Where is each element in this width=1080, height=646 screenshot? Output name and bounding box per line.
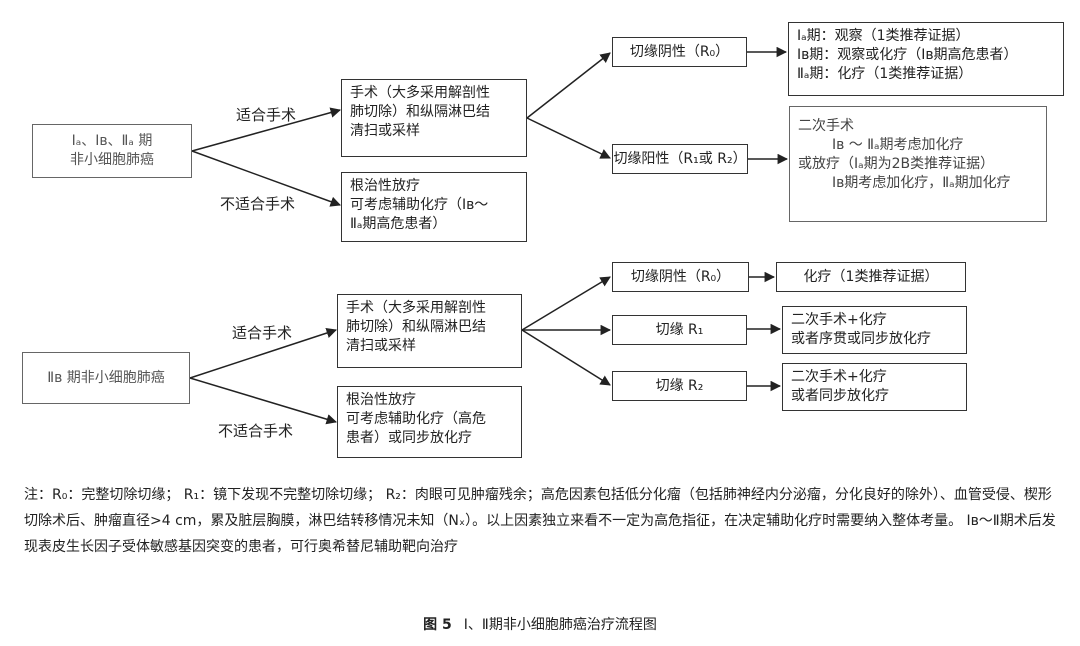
arrow-surgery1-positive — [526, 117, 611, 159]
arrow-surgery2-r2 — [521, 329, 611, 386]
flow1-positive-outcome-line: 或放疗（Ⅰₐ期为2B类推荐证据） — [798, 156, 995, 172]
arrow-surgery2-r0 — [521, 276, 611, 331]
flow2-surgery-line: 手术（大多采用解剖性 — [346, 300, 486, 316]
flow1-negative-outcome-box: Ⅰₐ期：观察（1类推荐证据） Ⅰʙ期：观察或化疗（Ⅰʙ期高危患者） Ⅱₐ期：化疗… — [788, 22, 1064, 96]
flow1-radiotherapy-line: 根治性放疗 — [350, 178, 420, 194]
flow2-radiotherapy-line: 患者）或同步放化疗 — [346, 430, 472, 446]
flow2-outcome-r1-line: 二次手术+化疗 — [791, 312, 887, 328]
flow2-margin-r2-box: 切缘 R₂ — [612, 371, 747, 401]
flow2-margin-r2-text: 切缘 R₂ — [655, 377, 704, 394]
flow2-suitable-label: 适合手术 — [232, 324, 293, 342]
flow1-margin-positive-text: 切缘阳性（R₁或 R₂） — [613, 150, 747, 167]
flow1-surgery-line: 肺切除）和纵隔淋巴结 — [350, 104, 490, 120]
flow2-surgery-box: 手术（大多采用解剖性 肺切除）和纵隔淋巴结 清扫或采样 — [337, 294, 522, 368]
flow1-start-line: Ⅰₐ、Ⅰʙ、Ⅱₐ 期 — [71, 133, 153, 149]
arrow-start1-radiotherapy — [191, 150, 341, 207]
figure-number: 图 5 — [423, 617, 452, 633]
figure-title: Ⅰ、Ⅱ期非小细胞肺癌治疗流程图 — [463, 617, 657, 633]
flow1-margin-negative-text: 切缘阴性（R₀） — [629, 43, 730, 60]
flow1-negative-outcome-line: Ⅰʙ期：观察或化疗（Ⅰʙ期高危患者） — [797, 47, 1018, 63]
flow2-outcome-r0-text: 化疗（1类推荐证据） — [803, 268, 939, 285]
arrow-surgery1-negative — [526, 52, 611, 119]
flow1-positive-outcome-box: 二次手术 Ⅰʙ ～ Ⅱₐ期考虑加化疗 或放疗（Ⅰₐ期为2B类推荐证据） Ⅰʙ期考… — [789, 106, 1047, 222]
flow1-negative-outcome-line: Ⅰₐ期：观察（1类推荐证据） — [797, 28, 970, 44]
flow2-unsuitable-label: 不适合手术 — [218, 422, 294, 440]
flow2-outcome-r2-line: 或者同步放化疗 — [791, 388, 889, 404]
flow2-outcome-r1-box: 二次手术+化疗 或者序贯或同步放化疗 — [782, 306, 967, 354]
flow2-outcome-r0-box: 化疗（1类推荐证据） — [776, 262, 966, 292]
arrow-start2-radiotherapy — [189, 377, 338, 425]
flow2-outcome-r1-line: 或者序贯或同步放化疗 — [791, 331, 931, 347]
flow1-radiotherapy-line: 可考虑辅助化疗（Ⅰʙ～ — [350, 197, 489, 213]
flow2-radiotherapy-line: 可考虑辅助化疗（高危 — [346, 411, 486, 427]
flow1-suitable-label: 适合手术 — [236, 106, 297, 124]
flow1-positive-outcome-line: 二次手术 — [798, 118, 854, 134]
arrow-start1-surgery — [191, 107, 342, 152]
treatment-flowchart: Ⅰₐ、Ⅰʙ、Ⅱₐ 期 非小细胞肺癌 适合手术 不适合手术 手术（大多采用解剖性 … — [22, 22, 1064, 458]
flow1-positive-outcome-line: Ⅰʙ期考虑加化疗，Ⅱₐ期加化疗 — [832, 175, 1011, 191]
flow1-radiotherapy-box: 根治性放疗 可考虑辅助化疗（Ⅰʙ～ Ⅱₐ期高危患者） — [341, 172, 527, 242]
flow1-margin-positive-box: 切缘阳性（R₁或 R₂） — [612, 144, 748, 174]
arrow-start2-surgery — [189, 327, 337, 379]
flow1-margin-negative-box: 切缘阴性（R₀） — [612, 37, 747, 67]
flow2-start-text: Ⅱʙ 期非小细胞肺癌 — [47, 369, 165, 386]
flow2-margin-r1-box: 切缘 R₁ — [612, 315, 747, 345]
flow2-outcome-r2-box: 二次手术+化疗 或者同步放化疗 — [782, 363, 967, 411]
flow1-unsuitable-label: 不适合手术 — [220, 195, 296, 213]
flow2-start-box: Ⅱʙ 期非小细胞肺癌 — [22, 352, 190, 404]
flow2-margin-r0-box: 切缘阴性（R₀） — [612, 262, 749, 292]
flow1-positive-outcome-line: Ⅰʙ ～ Ⅱₐ期考虑加化疗 — [832, 137, 964, 153]
flow-arrows — [189, 46, 789, 425]
footnote: 注：R₀：完整切除切缘； R₁：镜下发现不完整切除切缘； R₂：肉眼可见肿瘤残余… — [24, 487, 1056, 555]
flow1-surgery-line: 手术（大多采用解剖性 — [350, 85, 490, 101]
flow2-margin-r1-text: 切缘 R₁ — [655, 321, 704, 338]
flow2-margin-r0-text: 切缘阴性（R₀） — [630, 268, 731, 285]
flow1-surgery-box: 手术（大多采用解剖性 肺切除）和纵隔淋巴结 清扫或采样 — [341, 79, 527, 157]
flow2-outcome-r2-line: 二次手术+化疗 — [791, 369, 887, 385]
flow2-radiotherapy-line: 根治性放疗 — [346, 392, 416, 408]
flow2-surgery-line: 清扫或采样 — [346, 338, 416, 354]
flow1-start-box: Ⅰₐ、Ⅰʙ、Ⅱₐ 期 非小细胞肺癌 — [32, 124, 192, 178]
flow1-negative-outcome-line: Ⅱₐ期：化疗（1类推荐证据） — [797, 66, 973, 82]
flow1-radiotherapy-line: Ⅱₐ期高危患者） — [350, 216, 447, 232]
figure-caption: 图 5 Ⅰ、Ⅱ期非小细胞肺癌治疗流程图 — [0, 614, 1080, 634]
flow1-surgery-line: 清扫或采样 — [350, 123, 420, 139]
flow2-radiotherapy-box: 根治性放疗 可考虑辅助化疗（高危 患者）或同步放化疗 — [337, 386, 522, 458]
flow2-surgery-line: 肺切除）和纵隔淋巴结 — [346, 319, 486, 335]
flow1-start-line: 非小细胞肺癌 — [70, 152, 154, 168]
